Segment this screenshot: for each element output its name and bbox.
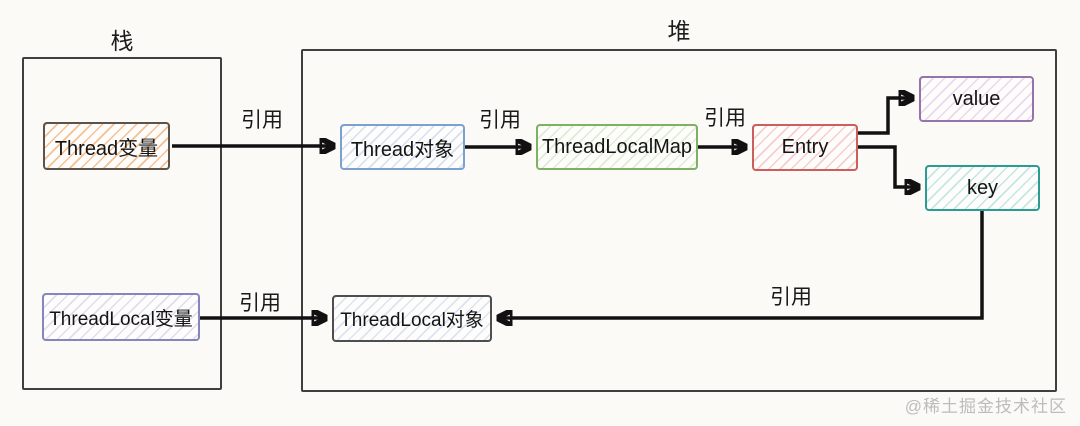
- threadlocal-obj-node: ThreadLocal对象: [332, 295, 492, 342]
- threadlocalmap-node: ThreadLocalMap: [536, 124, 698, 170]
- value-node: value: [919, 76, 1034, 122]
- heap-region-box: [301, 49, 1057, 392]
- key-node: key: [925, 165, 1040, 211]
- arrow-entry-to-key: [858, 145, 918, 187]
- arrow-entry-to-value: [858, 98, 912, 135]
- threadlocal-var-node: ThreadLocal变量: [42, 293, 200, 341]
- stack-region-box: [22, 57, 222, 390]
- ref-label-threadlocal-var: 引用: [239, 292, 281, 315]
- thread-obj-node: Thread对象: [340, 124, 465, 170]
- ref-label-thread-obj: 引用: [479, 109, 521, 132]
- thread-var-node: Thread变量: [43, 122, 170, 170]
- watermark-text: @稀土掘金技术社区: [904, 397, 1067, 416]
- arrow-key-to-threadlocal-obj: [499, 211, 984, 318]
- entry-node: Entry: [752, 124, 858, 171]
- stack-region-label: 栈: [110, 28, 134, 54]
- ref-label-threadlocalmap: 引用: [704, 107, 746, 130]
- heap-region-label: 堆: [667, 18, 691, 44]
- ref-label-key-to-obj: 引用: [770, 286, 812, 309]
- ref-label-thread-var: 引用: [241, 109, 283, 132]
